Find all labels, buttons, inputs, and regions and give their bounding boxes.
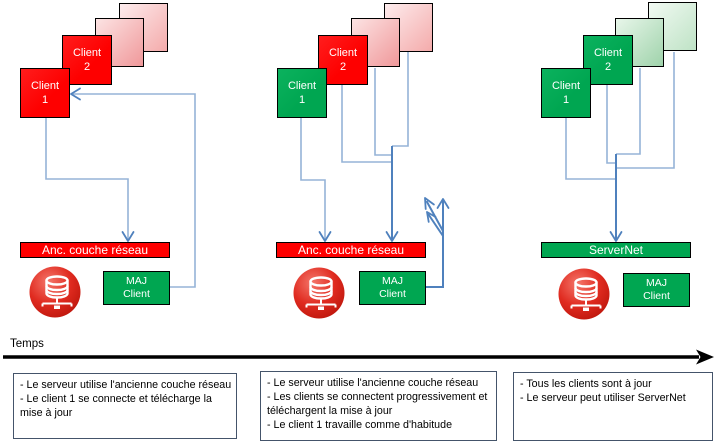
- connector-update-to-client1: [73, 93, 196, 288]
- server-database-icon: [558, 268, 610, 320]
- client-label: Client: [72, 46, 102, 59]
- client-number: 2: [604, 61, 612, 73]
- maj-client-box: MAJ Client: [623, 273, 690, 307]
- connector-client1-to-oldnet: [45, 118, 129, 240]
- maj-client-box: MAJ Client: [359, 271, 426, 305]
- maj-client-box: MAJ Client: [103, 271, 170, 305]
- client-number: 1: [41, 94, 49, 106]
- arrowhead-down-icon: [121, 231, 135, 242]
- arrowhead-up-icon: [436, 198, 450, 209]
- client-label: Client: [30, 79, 60, 92]
- stage-notes-box: - Le serveur utilise l'ancienne couche r…: [260, 371, 497, 441]
- stage-notes-box: - Tous les clients sont à jour - Le serv…: [513, 372, 713, 441]
- old-network-layer-bar: Anc. couche réseau: [276, 242, 426, 258]
- client-2-box: Client 2: [318, 35, 368, 85]
- connector-client2-merge: [606, 85, 616, 164]
- client-number: 2: [339, 61, 347, 73]
- client-1-box: Client 1: [277, 68, 327, 118]
- client-1-box: Client 1: [20, 68, 70, 118]
- arrowhead-left-icon: [70, 87, 81, 101]
- timeline-label: Temps: [10, 338, 44, 350]
- connector-update-branch: [427, 213, 444, 237]
- client-2-box: Client 2: [62, 35, 112, 85]
- old-network-layer-bar: Anc. couche réseau: [20, 242, 170, 258]
- servernet-bar: ServerNet: [541, 242, 691, 258]
- arrowhead-down-icon: [385, 231, 399, 242]
- connector-update-branch: [425, 200, 444, 232]
- client-number: 1: [298, 94, 306, 106]
- client-label: Client: [287, 79, 317, 92]
- arrowhead-down-icon: [318, 231, 332, 242]
- arrowhead-down-icon: [609, 231, 623, 242]
- server-database-icon: [293, 267, 345, 319]
- client-1-box: Client 1: [541, 68, 591, 118]
- connector-update-to-clients: [426, 200, 444, 288]
- connector-client2-merge: [341, 85, 392, 163]
- client-number: 2: [83, 61, 91, 73]
- connector-client1-merge: [565, 118, 616, 180]
- client-label: Client: [328, 46, 358, 59]
- arrowhead-upleft-icon: [424, 197, 435, 210]
- stage-notes-box: - Le serveur utilise l'ancienne couche r…: [13, 373, 237, 439]
- server-database-icon: [29, 266, 81, 318]
- connector-faded1-merge: [374, 68, 392, 156]
- client-label: Client: [593, 46, 623, 59]
- client-number: 1: [562, 94, 570, 106]
- connector-client1-to-oldnet: [300, 118, 326, 240]
- client-label: Client: [551, 79, 581, 92]
- arrowhead-upleft-icon: [426, 211, 437, 223]
- timeline-arrow: [3, 349, 714, 365]
